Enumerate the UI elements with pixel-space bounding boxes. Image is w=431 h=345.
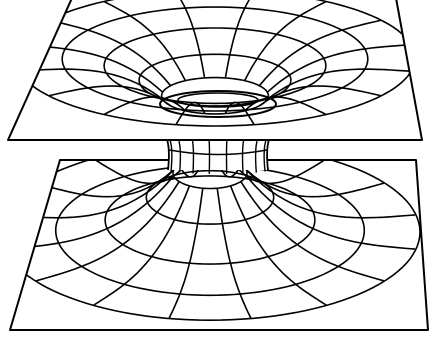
upper-sheet-plane-outline xyxy=(8,0,422,140)
upper-sheet xyxy=(8,0,422,140)
lower-sheet xyxy=(0,144,428,330)
lower-sheet-plane-outline xyxy=(10,160,428,330)
